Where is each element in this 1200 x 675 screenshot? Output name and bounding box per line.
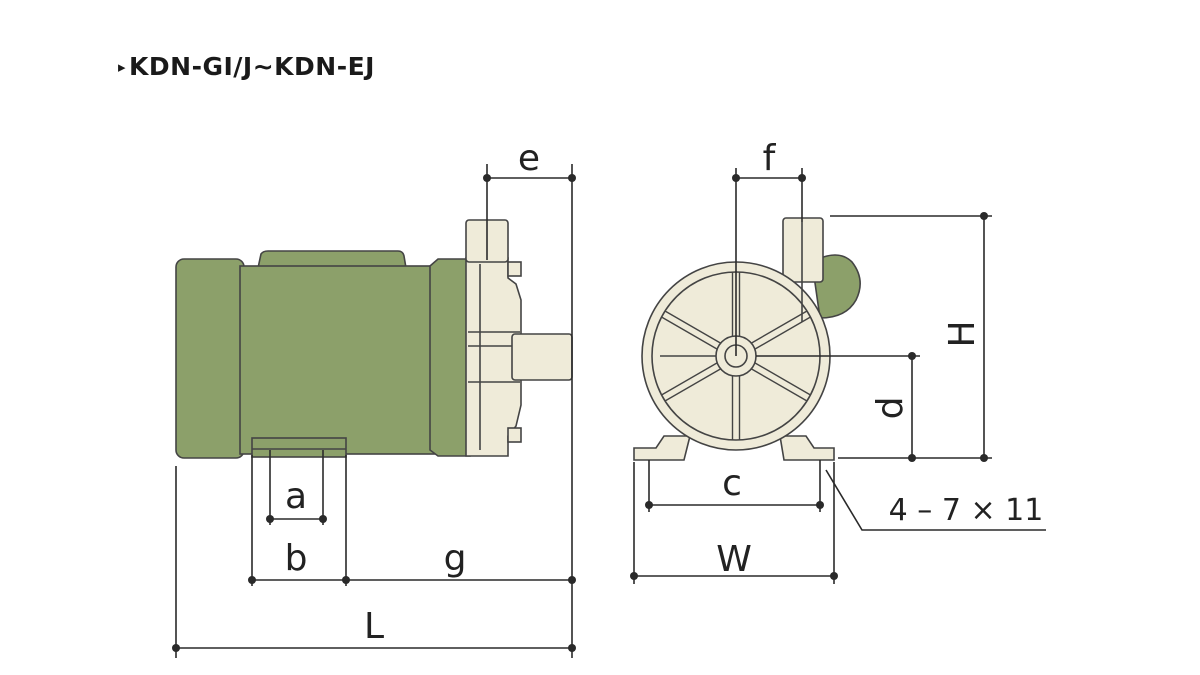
dim-L-dot-right	[568, 644, 576, 652]
dim-a-label: a	[285, 476, 307, 517]
housing-spokes	[661, 272, 811, 440]
dim-g-dot-right	[568, 576, 576, 584]
motor-bulge-front	[811, 254, 861, 319]
dim-b-dot-left	[248, 576, 256, 584]
motor-foot	[251, 437, 347, 458]
discharge-nozzle-front	[782, 217, 824, 283]
suction-nozzle-side	[511, 333, 573, 381]
front-dimensions: f H d c	[630, 138, 1046, 584]
dim-H-dot-top	[980, 212, 988, 220]
housing-spoke-1-0	[664, 368, 721, 402]
dim-g-label: g	[444, 538, 467, 579]
housing-spoke-4-1	[754, 316, 811, 350]
dim-H-label: H	[942, 320, 983, 347]
dim-H-dot-bottom	[980, 454, 988, 462]
casing-bolt-top	[507, 261, 522, 277]
dim-f-dot-right	[798, 174, 806, 182]
dim-c-dot-left	[645, 501, 653, 509]
housing-spoke-2-1	[664, 310, 721, 344]
dim-c-dot-right	[816, 501, 824, 509]
front-foot-right	[779, 435, 835, 461]
dim-f-label: f	[763, 138, 777, 179]
housing-spoke-4-0	[751, 310, 808, 344]
housing-spoke-5-1	[751, 368, 808, 402]
side-view	[175, 219, 573, 459]
model-title-text: KDN-GI/J~KDN-EJ	[129, 52, 375, 81]
dim-bg-dot-mid	[342, 576, 350, 584]
hole-spec-label: 4 – 7 × 11	[889, 493, 1044, 528]
dim-b-label: b	[285, 538, 308, 579]
dim-c-label: c	[722, 463, 742, 504]
housing-spoke-1-1	[661, 362, 718, 396]
dim-L-dot-left	[172, 644, 180, 652]
motor-top-box	[257, 250, 407, 269]
housing-spoke-5-0	[754, 362, 811, 396]
dim-L-label: L	[364, 606, 384, 647]
dim-W-dot-left	[630, 572, 638, 580]
dim-e-dot-left	[483, 174, 491, 182]
motor-body-step	[429, 258, 471, 457]
dim-a-dot-left	[266, 515, 274, 523]
model-title: ▸KDN-GI/J~KDN-EJ	[118, 52, 375, 81]
dim-d-dot-top	[908, 352, 916, 360]
dim-d-dot-bottom	[908, 454, 916, 462]
dim-e-label: e	[518, 138, 540, 179]
dim-f-dot-left	[732, 174, 740, 182]
side-dimensions: a b g L e	[172, 138, 576, 658]
dim-W-label: W	[716, 539, 752, 580]
dim-W-dot-right	[830, 572, 838, 580]
front-view	[633, 217, 861, 461]
casing-bolt-bottom	[507, 427, 522, 443]
housing-spoke-2-0	[661, 316, 718, 350]
dim-d-label: d	[870, 397, 911, 420]
dim-e-dot-right	[568, 174, 576, 182]
dim-a-dot-right	[319, 515, 327, 523]
hole-spec-leader	[825, 469, 1046, 531]
front-foot-left	[633, 435, 692, 461]
title-marker-icon: ▸	[118, 58, 127, 76]
motor-rear-cap	[175, 258, 245, 459]
